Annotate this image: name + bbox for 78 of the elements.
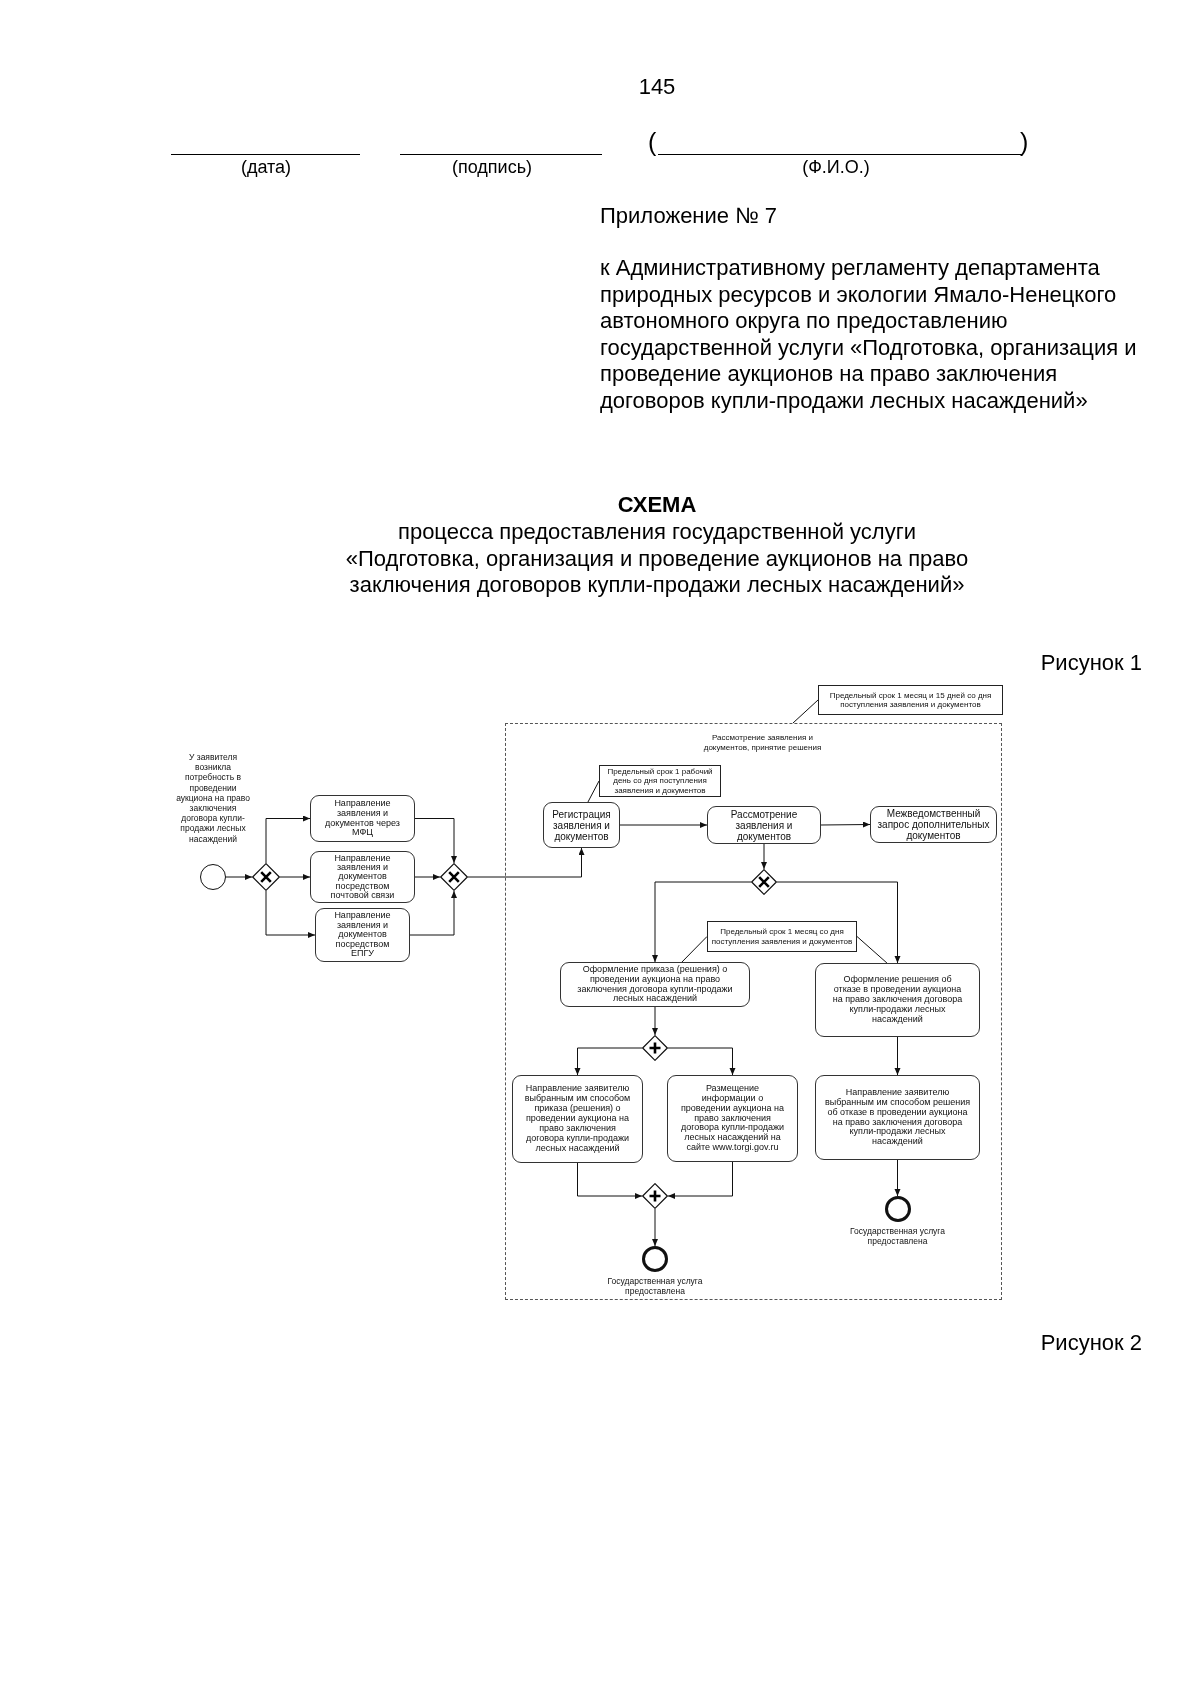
end-event-circle: [884, 1196, 911, 1222]
gateway-diamond: [440, 863, 468, 891]
task-box: [315, 908, 410, 962]
field-caption: (подпись): [452, 157, 532, 178]
parenthesis: (: [648, 128, 657, 157]
flow-arrow: [667, 1161, 733, 1199]
annotation-box: [599, 765, 721, 797]
gateway-diamond: [252, 863, 280, 891]
task-box: [560, 962, 750, 1007]
task-label: Направление заявителю выбранным им способом решения об отказе в проведении аукциона на право заключения договора купли-продажи лесных насаждений: [823, 1087, 972, 1148]
end-event-circle: [642, 1246, 668, 1272]
dashed-group-frame: [505, 723, 1002, 1300]
flow-arrow: [619, 822, 708, 828]
field-caption: (дата): [240, 157, 292, 178]
parenthesis: ): [1020, 128, 1029, 157]
start-event-circle: [200, 864, 226, 890]
flow-arrow: [652, 1208, 658, 1247]
flow-arrow: [820, 821, 871, 828]
leader-line: [792, 699, 819, 724]
annotation-text: Предельный срок 1 месяц и 15 дней со дня поступления заявления и документов: [828, 690, 993, 710]
annotation-text: Предельный срок 1 рабочий день со дня поступления заявления и документов: [606, 767, 714, 795]
flow-arrow: [225, 874, 253, 880]
annotation-box: [707, 921, 857, 952]
task-label: Рассмотрение заявления и документов: [729, 808, 799, 842]
flow-arrow: [279, 874, 311, 880]
flow-arrow: [577, 1162, 643, 1199]
flow-arrow: [409, 890, 457, 936]
task-box: [815, 1075, 980, 1160]
task-label: Оформление решения об отказе в проведении аукциона на право заключения договора купли-продажи лесных насаждений: [831, 975, 964, 1025]
event-label: Государственная услуга предоставлена: [849, 1226, 946, 1247]
flow-arrow: [667, 1047, 736, 1076]
annotation-text: Предельный срок 1 месяц со дня поступления заявления и документов: [710, 927, 854, 946]
task-label: Направление заявителю выбранным им способом приказа (решения) о проведении аукциона на право заключения договора купли-продажи лесных насаждений: [523, 1084, 632, 1154]
task-box: [667, 1075, 798, 1162]
task-label: Направление заявления и документов посредством почтовой связи: [329, 853, 396, 901]
diagram-subtitle: процесса предоставления государственной услуги «Подготовка, организация и проведение аукционов на право заключения договоров купли-продажи лесных насаждений»: [344, 519, 970, 599]
task-label: Направление заявления и документов посредством ЕПГУ: [333, 911, 392, 959]
task-box: [512, 1075, 643, 1163]
figure-label: Рисунок 1: [1040, 650, 1142, 676]
task-label: Регистрация заявления и документов: [551, 808, 612, 842]
appendix-note: к Административному регламенту департамента природных ресурсов и экологии Ямало-Ненецкого автономного округа по предоставлению государственной услуги «Подготовка, организация и проведение аукционов на право заключения договоров купли-продажи лесных насаждений»: [600, 255, 1138, 414]
task-box: [707, 806, 821, 844]
field-caption: (Ф.И.О.): [802, 157, 870, 178]
task-box: [543, 802, 620, 848]
task-box: [870, 806, 997, 843]
figure-label: Рисунок 2: [1040, 1330, 1142, 1356]
leader-line: [681, 936, 708, 963]
group-title: Рассмотрение заявления и документов, принятие решения: [702, 733, 823, 753]
task-label: Оформление приказа (решения) о проведении аукциона на право заключения договора купли-продажи лесных насаждений: [576, 964, 734, 1005]
gateway-diamond: [751, 869, 777, 895]
flow-arrow: [467, 847, 585, 878]
leader-line: [856, 936, 888, 964]
flow-arrow: [776, 881, 901, 964]
gateway-diamond: [642, 1035, 668, 1061]
task-label: Направление заявления и документов через МФЦ: [324, 798, 401, 839]
flow-arrow: [894, 1036, 901, 1076]
event-label: У заявителя возникла потребность в проведении аукциона на право заключения договора купли-продажи лесных насаждений: [175, 752, 251, 844]
flow-arrow: [265, 815, 311, 864]
flow-arrow: [265, 890, 316, 938]
flow-arrow: [652, 881, 752, 963]
flow-arrow: [894, 1159, 901, 1197]
annotation-box: [818, 685, 1003, 715]
diagram-title: СХЕМА: [617, 492, 697, 518]
task-box: [815, 963, 980, 1037]
gateway-diamond: [642, 1183, 668, 1209]
page-number: 145: [638, 74, 676, 100]
event-label: Государственная услуга предоставлена: [606, 1276, 704, 1297]
flow-arrow: [761, 843, 767, 870]
flow-arrow: [652, 1006, 658, 1036]
task-label: Размещение информации о проведении аукциона на право заключения договора купли-продажи лесных насаждений на сайте www.torgi.gov.ru: [679, 1083, 786, 1154]
flow-arrow: [574, 1047, 643, 1076]
leader-line: [587, 780, 600, 803]
appendix-heading: Приложение № 7: [600, 203, 778, 229]
task-box: [310, 851, 415, 903]
flow-arrow: [414, 818, 457, 864]
flow-arrow: [414, 874, 441, 880]
task-box: [310, 795, 415, 842]
task-label: Межведомственный запрос дополнительных документов: [876, 808, 991, 841]
